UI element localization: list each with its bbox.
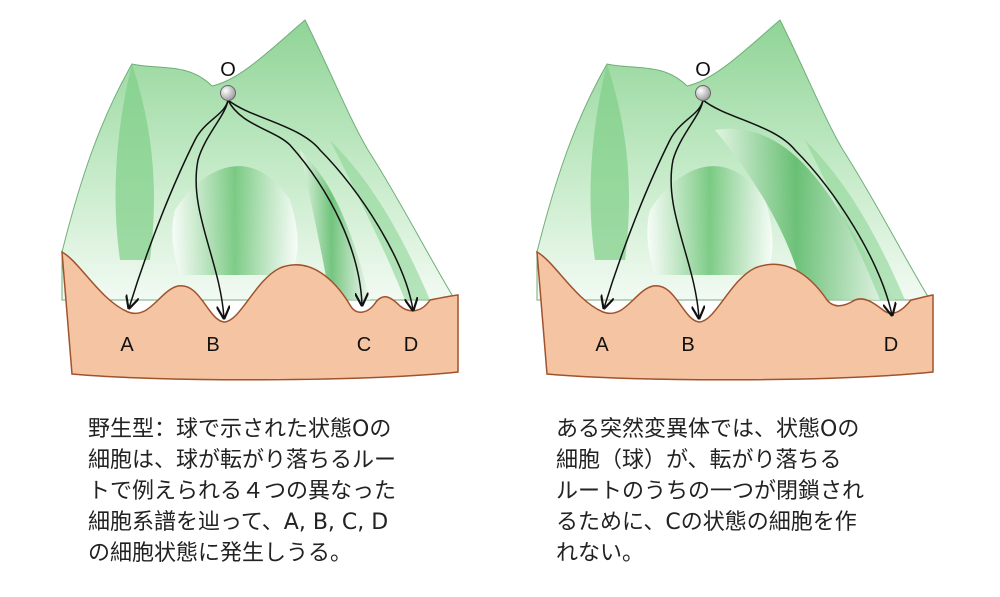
ridge-far [805, 140, 905, 300]
ridge-right [300, 150, 370, 300]
cell-ball [695, 85, 711, 101]
route-arrows [129, 99, 413, 318]
route-to-D [702, 99, 892, 315]
route-to-D [227, 99, 413, 310]
route-to-A [129, 99, 229, 308]
ridge-left [590, 64, 629, 260]
caption-wild-type: 野生型：球で示された状態Oの 細胞は、球が転がり落ちるルー トで例えられる４つの… [88, 417, 397, 566]
route-arrows [604, 99, 892, 318]
valley-label-A: A [120, 334, 134, 356]
panel-wild-type: O A B C D [61, 19, 459, 381]
ridge-center [172, 166, 298, 275]
valley-label-A: A [595, 334, 609, 356]
ridge-far [330, 140, 430, 300]
route-to-C [227, 99, 362, 305]
valley-label-D: D [884, 334, 898, 356]
valley-label-B: B [681, 334, 694, 356]
route-to-B [195, 99, 228, 318]
ball-label: O [220, 59, 236, 81]
caption-mutant: ある突然変異体では、状態Oの 細胞（球）が、転がり落ちる ルートのうちの一つが閉… [556, 417, 865, 566]
route-to-B [670, 99, 703, 318]
valley-label-B: B [206, 334, 219, 356]
valley-label-D: D [404, 334, 418, 356]
route-to-A [604, 99, 704, 308]
ball-label: O [695, 59, 711, 81]
cell-ball [220, 85, 236, 101]
ground [61, 250, 459, 381]
hill-surface [61, 19, 456, 301]
panel-mutant: O A B D [536, 19, 934, 381]
ridge-left [115, 64, 154, 260]
ridge-center [647, 166, 773, 275]
ridge-blocking [715, 128, 895, 300]
ground [536, 250, 934, 381]
valley-label-C: C [357, 334, 371, 356]
